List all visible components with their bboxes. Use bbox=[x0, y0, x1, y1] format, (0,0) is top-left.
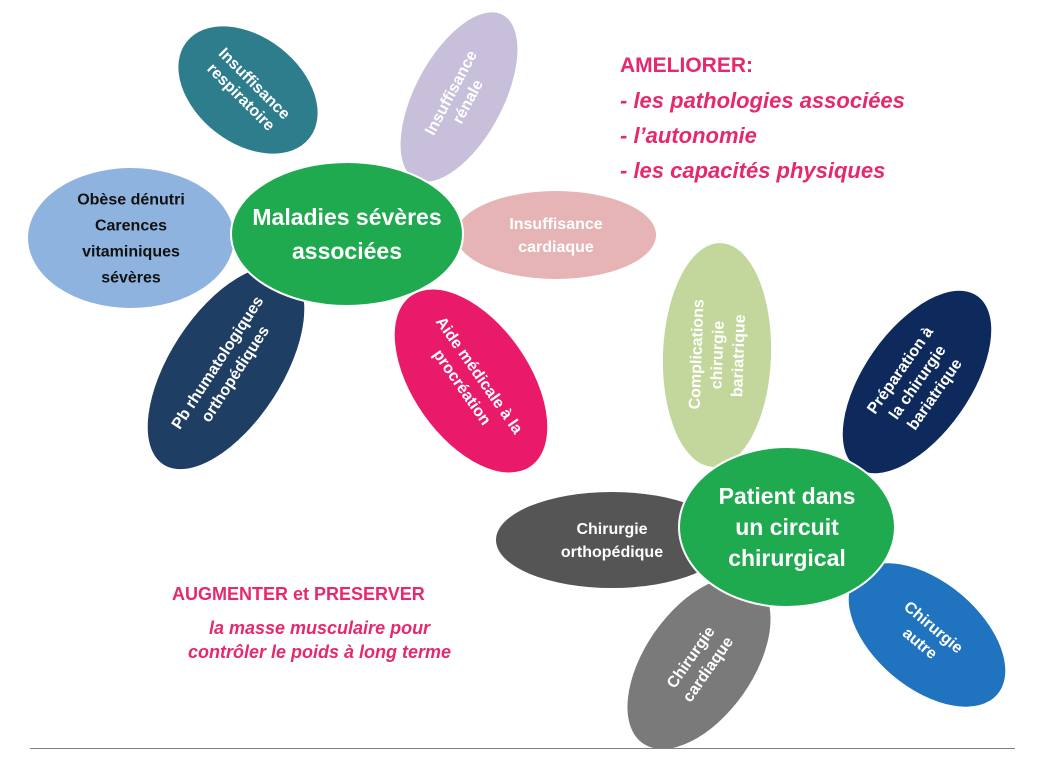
petal-label-complications-chirurgie-bariatrique-line-1: Complications bbox=[687, 299, 708, 410]
center-label-line-1: Patient dans bbox=[719, 483, 856, 509]
petal-label-obese-denutri-line-1: Obèse dénutri bbox=[77, 192, 185, 209]
ameliorer-callout: AMELIORER: - les pathologies associées -… bbox=[620, 48, 905, 188]
petal-complications-chirurgie-bariatrique: Complicationschirurgiebariatrique bbox=[662, 243, 772, 467]
center-maladies-severes: Maladies sévères associées bbox=[230, 161, 464, 307]
center-patient-circuit: Patient dans un circuit chirurgical bbox=[678, 446, 896, 608]
petal-label-chirurgie-orthopedique: Chirurgie orthopédique bbox=[561, 521, 663, 561]
center-label-line-1: Maladies sévères bbox=[252, 204, 441, 230]
center-shape bbox=[678, 446, 896, 608]
petal-pb-rhumatologiques: Pb rhumatologiquesorthopédiques bbox=[147, 266, 305, 470]
center-label-line-2: un circuit bbox=[735, 514, 839, 540]
petal-shape-insuffisance-respiratoire bbox=[178, 26, 318, 154]
petal-label-obese-denutri-line-2: Carences bbox=[95, 218, 167, 235]
petal-shape-chirurgie-orthopedique bbox=[496, 492, 728, 588]
petal-shape-insuffisance-renale bbox=[400, 12, 518, 182]
petal-label-complications-chirurgie-bariatrique-line-2: chirurgie bbox=[708, 320, 727, 389]
augmenter-line-1: la masse musculaire pour bbox=[208, 618, 431, 638]
petal-label-obese-denutri-line-3: vitaminiques bbox=[82, 244, 180, 261]
petal-preparation-chirurgie-bariatrique: Préparation àla chirurgiebariatrique bbox=[842, 290, 992, 474]
petal-label-complications-chirurgie-bariatrique: Complicationschirurgiebariatrique bbox=[687, 299, 750, 411]
petal-label-insuffisance-cardiaque-line-1: Insuffisance bbox=[509, 216, 602, 233]
ameliorer-item-autonomie: - l’autonomie bbox=[620, 123, 757, 148]
petal-shape-pb-rhumatologiques bbox=[147, 266, 305, 470]
center-label: Maladies sévères associées bbox=[252, 204, 441, 264]
petal-shape-preparation-chirurgie-bariatrique bbox=[842, 290, 992, 474]
petal-shape-insuffisance-cardiaque bbox=[456, 191, 656, 279]
petal-label-complications-chirurgie-bariatrique-line-3: bariatrique bbox=[729, 314, 749, 397]
augmenter-line-2: contrôler le poids à long terme bbox=[188, 642, 452, 662]
ameliorer-item-capacites: - les capacités physiques bbox=[620, 158, 886, 183]
bottom-divider bbox=[30, 748, 1015, 749]
augmenter-text: la masse musculaire pour contrôler le po… bbox=[188, 616, 451, 664]
petal-insuffisance-respiratoire: Insuffisancerespiratoire bbox=[178, 26, 318, 154]
petal-insuffisance-renale: Insuffisancerénale bbox=[400, 12, 518, 182]
petal-shape-aide-medicale-procreation bbox=[394, 289, 548, 473]
flower-patient-circuit: Complicationschirurgiebariatrique Prépara… bbox=[496, 243, 1006, 750]
petal-insuffisance-cardiaque: Insuffisance cardiaque bbox=[456, 191, 656, 279]
ameliorer-title: AMELIORER: bbox=[620, 54, 753, 77]
center-label-line-2: associées bbox=[292, 238, 402, 264]
center-label: Patient dans un circuit chirurgical bbox=[719, 483, 856, 571]
petal-shape-chirurgie-cardiaque bbox=[627, 576, 771, 750]
petal-label-insuffisance-cardiaque-line-2: cardiaque bbox=[518, 239, 594, 256]
center-shape bbox=[230, 161, 464, 307]
petal-chirurgie-autre: Chirurgieautre bbox=[848, 563, 1006, 707]
petal-shape-complications-chirurgie-bariatrique bbox=[662, 243, 772, 467]
ameliorer-item-pathologies: - les pathologies associées bbox=[620, 88, 905, 113]
petal-chirurgie-cardiaque: Chirurgiecardiaque bbox=[627, 576, 771, 750]
center-label-line-3: chirurgical bbox=[728, 545, 846, 571]
petal-chirurgie-orthopedique: Chirurgie orthopédique bbox=[496, 492, 728, 588]
petal-label-obese-denutri-line-4: sévères bbox=[101, 270, 161, 287]
petal-label-insuffisance-cardiaque: Insuffisance cardiaque bbox=[509, 216, 602, 256]
petal-shape-obese-denutri bbox=[28, 168, 234, 308]
petal-label-chirurgie-orthopedique-line-1: Chirurgie bbox=[576, 521, 647, 538]
petal-shape-chirurgie-autre bbox=[848, 563, 1006, 707]
flower-maladies-severes: Insuffisancerespiratoire Insuffisanceréna… bbox=[28, 12, 656, 473]
petal-label-chirurgie-orthopedique-line-2: orthopédique bbox=[561, 544, 663, 561]
augmenter-title: AUGMENTER et PRESERVER bbox=[172, 584, 425, 604]
